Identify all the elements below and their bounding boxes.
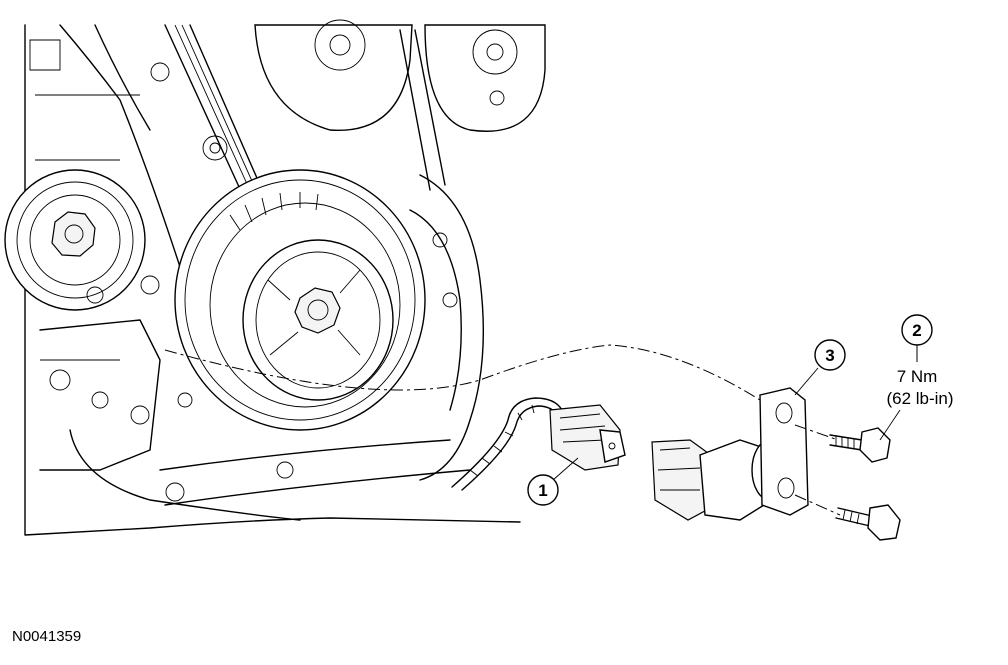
torque-metric: 7 Nm [897,367,938,386]
upper-bolt [829,427,891,463]
sensor-bracket [759,387,809,516]
callout-1-leader [552,457,579,481]
upper-pulleys [150,19,546,161]
figure-id-label: N0041359 [12,628,82,645]
electrical-connector [549,404,626,471]
front-cover [159,174,485,506]
left-pulley [4,169,160,311]
crankshaft-pulley [174,169,426,431]
callout-3: 3 [814,339,846,371]
callout-1-number: 1 [538,481,547,500]
lower-bracket [39,319,301,521]
callout-2-leader [879,409,901,441]
drive-belt [164,24,446,201]
callout-2-number: 2 [912,321,921,340]
bolt-alignment-line [794,424,841,516]
callout-3-leader [794,367,819,396]
callout-3-number: 3 [825,346,834,365]
alignment-line [164,344,761,401]
callout-2: 2 7 Nm (62 lb-in) [886,314,954,408]
lower-bolt [835,504,901,541]
torque-imperial: (62 lb-in) [886,389,953,408]
callout-1: 1 [527,474,559,506]
wiring-harness [451,397,563,491]
